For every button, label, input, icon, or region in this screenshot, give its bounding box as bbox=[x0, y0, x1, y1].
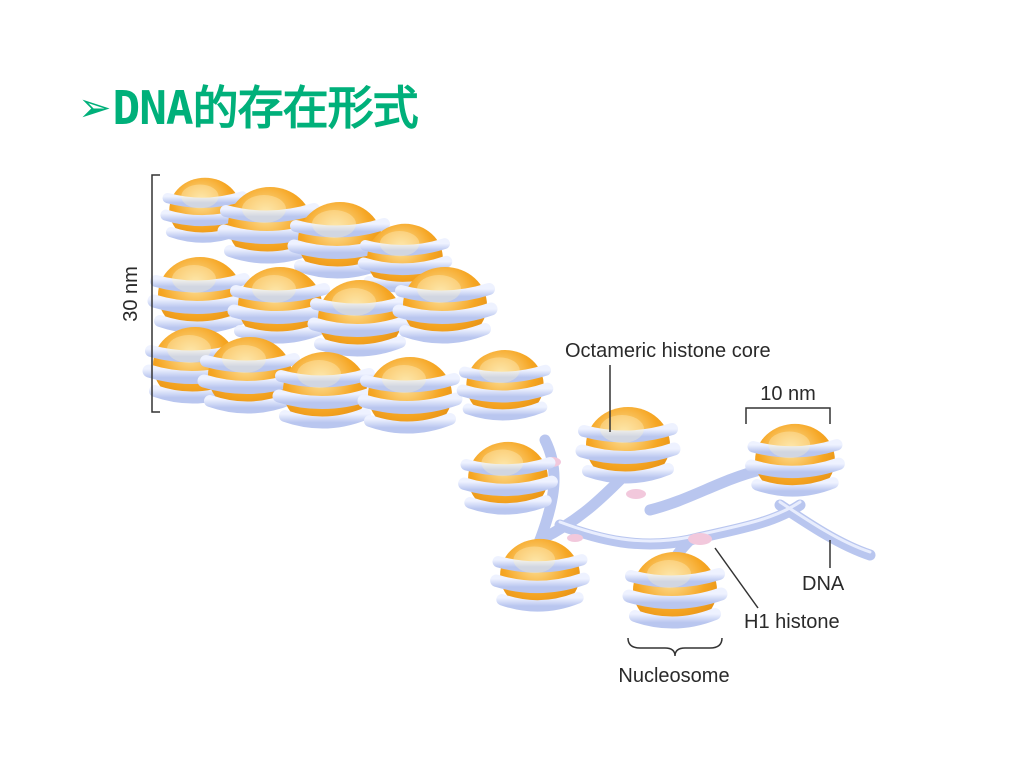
label-10nm: 10 nm bbox=[760, 383, 816, 405]
chromatin-fiber-30nm bbox=[149, 178, 547, 433]
pointer-h1-histone bbox=[714, 547, 759, 609]
label-dna: DNA bbox=[802, 573, 845, 595]
label-octameric-histone-core: Octameric histone core bbox=[565, 340, 771, 362]
brace-nucleosome bbox=[627, 637, 723, 657]
bracket-10nm bbox=[745, 407, 831, 424]
label-h1-histone: H1 histone bbox=[744, 611, 840, 633]
label-30nm: 30 nm bbox=[120, 266, 142, 322]
bracket-30nm bbox=[151, 174, 160, 413]
h1-histone-spots bbox=[543, 457, 712, 545]
slide-title-text: DNA的存在形式 bbox=[112, 81, 419, 135]
slide-title: ➢ DNA的存在形式 bbox=[78, 78, 419, 138]
label-nucleosome: Nucleosome bbox=[618, 665, 729, 687]
arrow-bullet-icon: ➢ bbox=[78, 85, 112, 131]
